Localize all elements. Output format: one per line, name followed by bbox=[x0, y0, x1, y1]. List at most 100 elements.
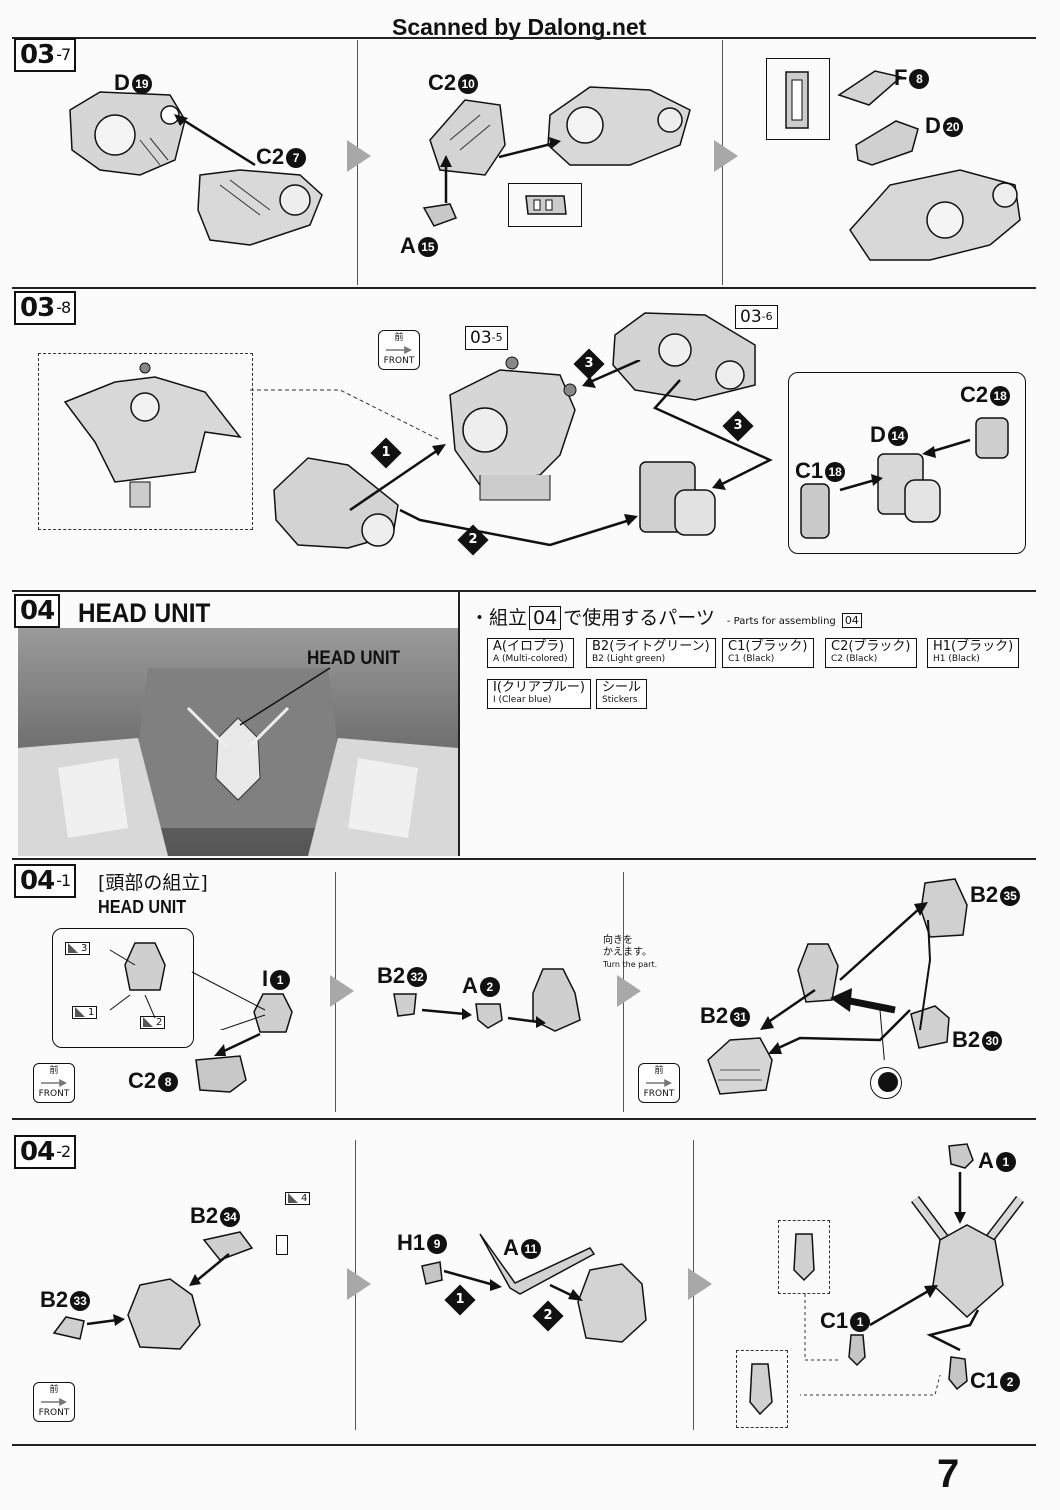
leader-line bbox=[250, 389, 441, 441]
part-c28-drawing bbox=[195, 1055, 247, 1093]
order-badge-1: 1 bbox=[370, 437, 402, 469]
detail-box bbox=[508, 183, 582, 227]
part-a2-drawing bbox=[475, 1003, 503, 1029]
ref-03-6: 03-6 bbox=[735, 305, 778, 329]
ref-03-5: 03-5 bbox=[465, 326, 508, 350]
order-badge-2: 2 bbox=[532, 1300, 564, 1332]
vdivider bbox=[458, 592, 460, 856]
part-a15-drawing bbox=[422, 203, 458, 227]
step-04-2-badge: 04-2 bbox=[14, 1135, 77, 1169]
arrow bbox=[440, 155, 452, 203]
parts-item: A(イロプラ)A (Multi-colored) bbox=[487, 638, 574, 668]
step-04-badge: 04 bbox=[14, 594, 61, 628]
arrow bbox=[174, 114, 256, 167]
sticker-3: 3 bbox=[65, 942, 91, 955]
part-d14-drawing bbox=[877, 453, 941, 523]
preview-drawing bbox=[63, 362, 242, 508]
part-c118-drawing bbox=[800, 483, 830, 539]
step-number: 03 bbox=[20, 293, 55, 323]
step-number: 04 bbox=[20, 596, 55, 626]
parts-step-box: 04 bbox=[529, 606, 562, 630]
parts-item: C2(ブラック)C2 (Black) bbox=[825, 638, 917, 668]
next-step-arrow bbox=[347, 1268, 371, 1300]
next-step-arrow bbox=[714, 140, 738, 172]
sticker-1: 1 bbox=[72, 1006, 98, 1019]
order-badge-3: 3 bbox=[573, 348, 605, 380]
part-b233-drawing bbox=[52, 1316, 85, 1340]
divider-3 bbox=[12, 858, 1036, 860]
callout-leader bbox=[239, 667, 331, 726]
assembly-arrows bbox=[421, 1008, 546, 1028]
magnify-leaders bbox=[191, 971, 266, 1030]
detail-box bbox=[766, 58, 830, 140]
detail-drawing bbox=[785, 71, 809, 129]
photo-silhouette bbox=[18, 668, 458, 856]
part-c12-drawing bbox=[948, 1356, 968, 1391]
part-b231-drawing bbox=[707, 1037, 773, 1095]
sticker-icon bbox=[143, 1017, 153, 1027]
step-number: 04 bbox=[20, 1137, 55, 1167]
head-core-drawing bbox=[797, 943, 839, 1003]
sticker-4: 4 bbox=[285, 1192, 311, 1205]
head-assembly-drawing bbox=[532, 968, 581, 1032]
step-sub: -1 bbox=[56, 871, 71, 890]
assembly-arrows bbox=[443, 1269, 583, 1301]
step-03-7-badge: 03-7 bbox=[14, 38, 77, 72]
next-step-arrow bbox=[347, 140, 371, 172]
detail-drawing bbox=[525, 195, 567, 215]
assembly-arrows bbox=[760, 902, 932, 1060]
part-a1-drawing bbox=[948, 1143, 974, 1169]
part-c11-drawing bbox=[848, 1334, 866, 1367]
step-04-1-title-ja: [頭部の組立] bbox=[98, 872, 208, 894]
divider-1 bbox=[12, 287, 1036, 289]
head-assembly-drawing bbox=[577, 1263, 647, 1343]
part-h19-drawing bbox=[421, 1261, 443, 1285]
part-c210-drawing bbox=[429, 99, 506, 176]
divider-4 bbox=[12, 1118, 1036, 1120]
torso-core-drawing bbox=[449, 356, 577, 501]
shoulder-drawing bbox=[612, 312, 756, 401]
head-core-drawing bbox=[127, 1278, 201, 1350]
part-d-assembled bbox=[849, 169, 1021, 261]
part-c27-drawing bbox=[197, 169, 323, 246]
shoulder-left-drawing bbox=[273, 457, 399, 549]
next-step-arrow bbox=[688, 1268, 712, 1300]
arrow bbox=[498, 137, 561, 159]
step-sub: -7 bbox=[56, 45, 71, 64]
next-step-arrow bbox=[617, 975, 641, 1007]
sticker-2: 2 bbox=[140, 1016, 166, 1029]
detail-box bbox=[736, 1350, 788, 1428]
preview-box bbox=[38, 353, 253, 530]
sticker-icon bbox=[288, 1193, 298, 1203]
head-finished-drawing bbox=[911, 1195, 1024, 1319]
divider-top bbox=[12, 37, 1036, 39]
part-f8-drawing bbox=[837, 70, 903, 106]
head-unit-photo bbox=[18, 628, 458, 856]
detail-drawing bbox=[749, 1363, 773, 1416]
sticker-icon bbox=[75, 1007, 85, 1017]
arrow bbox=[189, 1253, 230, 1286]
detail-drawing bbox=[793, 1233, 815, 1282]
part-d19-drawing bbox=[69, 91, 186, 176]
step-03-8-badge: 03-8 bbox=[14, 291, 77, 325]
